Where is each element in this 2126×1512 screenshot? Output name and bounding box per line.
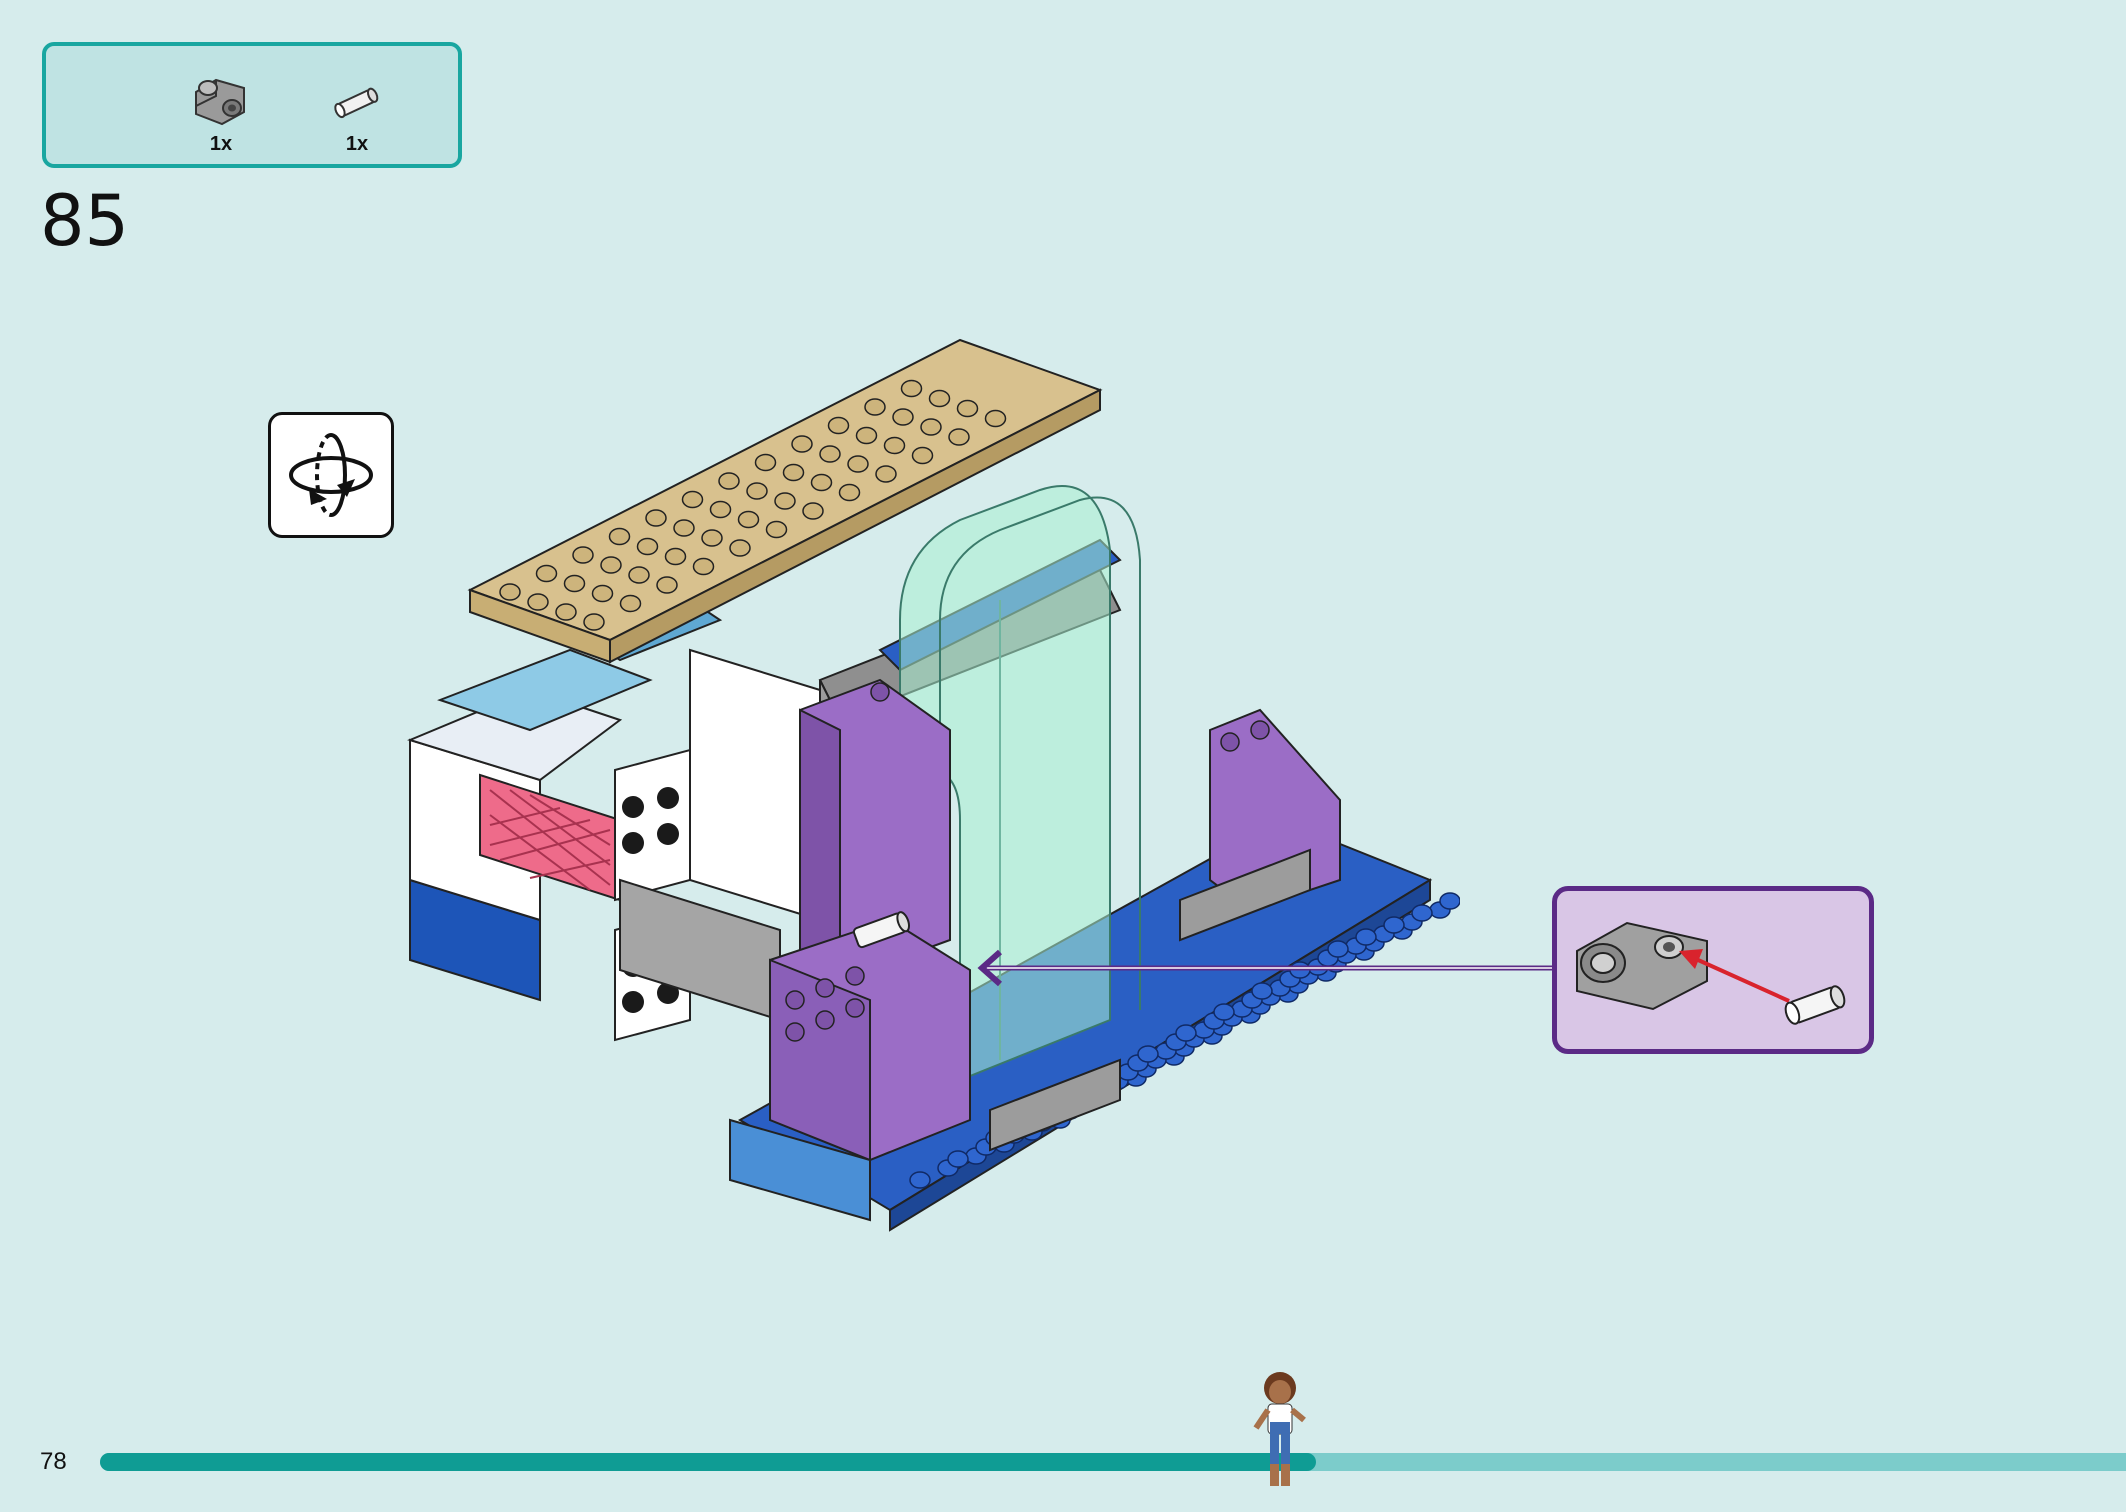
stud <box>1439 892 1460 910</box>
stud <box>555 603 577 621</box>
stud <box>791 435 813 453</box>
stud <box>1137 1045 1159 1063</box>
stud <box>1327 940 1349 958</box>
stud <box>754 453 777 472</box>
stud <box>1355 928 1377 946</box>
model-illustration <box>407 338 1460 1232</box>
step-number: 85 <box>40 180 130 262</box>
stud <box>718 472 740 490</box>
stud <box>681 490 704 509</box>
stud <box>909 1171 931 1189</box>
technic-pin-target <box>852 911 911 949</box>
stud <box>1251 982 1273 1000</box>
stud <box>774 492 796 510</box>
stud <box>636 537 659 556</box>
part-item: 1x <box>176 62 266 162</box>
stud <box>948 428 970 446</box>
part-count: 1x <box>209 133 233 155</box>
stud <box>692 557 715 576</box>
stud <box>664 547 687 566</box>
stud <box>499 583 521 601</box>
stud <box>563 574 586 593</box>
stud <box>527 593 549 611</box>
stud <box>765 520 788 539</box>
parts-list: 1x 1x <box>42 42 462 168</box>
stud <box>802 502 824 520</box>
stud <box>746 482 768 500</box>
stud <box>583 613 605 631</box>
stud <box>709 500 732 519</box>
progress-fill <box>100 1453 1316 1471</box>
stud <box>535 564 558 583</box>
stud <box>900 379 923 398</box>
part-item: 1x <box>312 62 402 162</box>
stud <box>911 446 934 465</box>
stud <box>928 389 951 408</box>
stud <box>656 576 678 594</box>
stud <box>673 519 695 537</box>
stud <box>875 465 897 483</box>
stud <box>591 584 614 603</box>
stud <box>920 418 942 436</box>
stud <box>729 539 751 557</box>
stud <box>701 529 723 547</box>
page-number: 78 <box>40 1448 67 1475</box>
stud <box>782 463 805 482</box>
stud <box>819 445 841 463</box>
stud <box>984 409 1007 428</box>
stud <box>737 510 760 529</box>
minifigure-icon <box>1253 1372 1306 1486</box>
stud <box>1175 1024 1197 1042</box>
stud <box>1213 1003 1235 1021</box>
stud <box>645 509 667 527</box>
stud <box>608 527 631 546</box>
stud <box>947 1150 969 1168</box>
stud <box>827 416 850 435</box>
stud <box>572 546 594 564</box>
technic-pin-icon <box>334 87 379 119</box>
insert-pin-callout <box>1552 886 1874 1054</box>
stud <box>956 399 979 418</box>
stud <box>1289 961 1311 979</box>
stud <box>1411 904 1433 922</box>
stud <box>883 436 906 455</box>
stud <box>619 594 642 613</box>
stud <box>838 483 861 502</box>
stud <box>810 473 833 492</box>
stud <box>600 556 622 574</box>
stud <box>628 566 650 584</box>
technic-connector-icon <box>1576 921 1708 1011</box>
stud <box>855 426 878 445</box>
progress-bar <box>100 1453 2126 1471</box>
stud <box>892 408 914 426</box>
stud <box>1383 916 1405 934</box>
stud <box>864 398 886 416</box>
rotate-model-icon <box>268 412 394 538</box>
stud <box>847 455 869 473</box>
technic-pin-icon <box>1784 985 1846 1025</box>
part-count: 1x <box>345 133 369 155</box>
technic-connector-icon <box>195 78 245 126</box>
